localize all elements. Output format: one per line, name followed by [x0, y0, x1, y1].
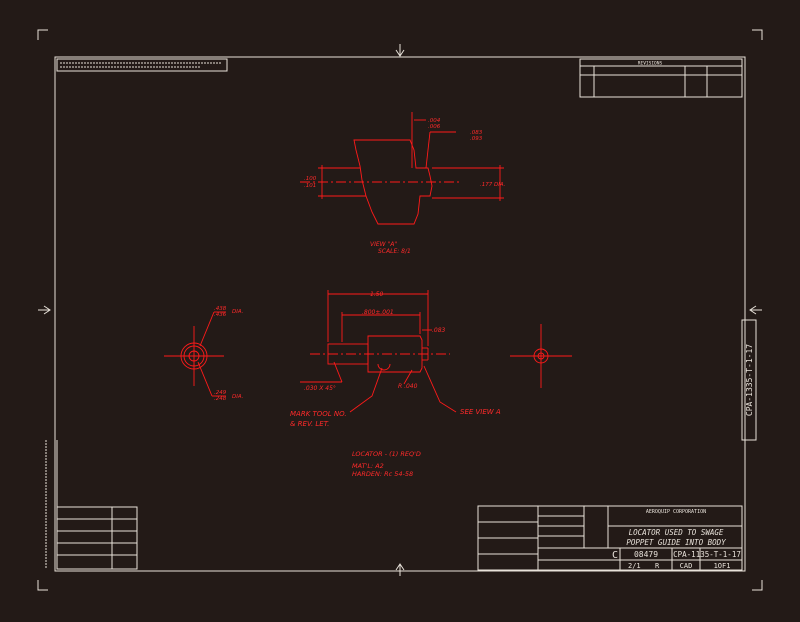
view-a-label: VIEW "A"	[370, 241, 397, 248]
notes: LOCATOR - (1) REQ'D MAT'L: A2 HARDEN: Rc…	[352, 450, 421, 478]
revisions-header: REVISIONS	[638, 61, 663, 67]
radius-note: R .040	[398, 383, 418, 390]
cage-code: 08479	[634, 550, 658, 559]
view-a-dim-right2: .093	[470, 136, 483, 142]
bottom-left-table	[45, 440, 138, 570]
revisions-block: REVISIONS	[579, 58, 743, 98]
mark-tool-line1: MARK TOOL NO.	[290, 410, 347, 418]
see-view-a-callout: SEE VIEW A	[460, 408, 501, 416]
top-left-note-block	[56, 58, 228, 72]
left-dia-top-label: DIA.	[232, 309, 244, 315]
view-a-dim-right1: .083	[470, 130, 483, 136]
crop-marks	[37, 29, 763, 591]
view-a-scale: SCALE: 8/1	[378, 248, 411, 255]
rev-letter: R	[655, 562, 660, 570]
note-harden: HARDEN: Rc 54-58	[352, 470, 413, 478]
cad-label: CAD	[680, 562, 693, 570]
step-dim: .083	[432, 327, 446, 334]
view-a-detail: .004 .006 .083 .093 .100 .101 .177 DIA. …	[300, 112, 506, 255]
drawing-border	[54, 56, 746, 572]
main-view: 1.50 .800±.001 .083 .030 X 45° R .040 MA…	[290, 290, 501, 428]
mark-tool-line2: & REV. LET.	[290, 420, 329, 428]
centering-arrows	[38, 44, 762, 576]
left-dia-bot1: .249	[214, 390, 227, 396]
left-dia-top1: .438	[214, 306, 227, 312]
scale-value: 2/1	[628, 562, 641, 570]
left-dia-bot2: .248	[214, 396, 227, 402]
view-a-dim-dia: .177 DIA.	[480, 182, 506, 188]
left-end-view: .438 .436 DIA. .249 .248 DIA.	[164, 306, 244, 402]
note-locator: LOCATOR - (1) REQ'D	[352, 450, 421, 458]
side-number-box: CPA-1335-T-1-17	[741, 319, 757, 441]
inner-length-dim: .800±.001	[362, 309, 394, 316]
sheet-number: 1OF1	[714, 562, 731, 570]
size-letter: C	[612, 550, 618, 561]
title-block: AEROQUIP CORPORATION LOCATOR USED TO SWA…	[477, 505, 743, 571]
drawing-number: CPA-1135-T-1-17	[673, 550, 741, 559]
view-a-dim-top2: .006	[428, 124, 441, 130]
chamfer-note: .030 X 45°	[304, 385, 336, 392]
overall-length-dim: 1.50	[370, 291, 384, 298]
view-a-dim-top1: .004	[428, 118, 441, 124]
left-dia-bot-label: DIA.	[232, 394, 244, 400]
company-name: AEROQUIP CORPORATION	[646, 509, 706, 515]
note-material: MAT'L: A2	[352, 462, 384, 470]
view-a-dim-left2: .101	[304, 183, 316, 189]
title-line-2: POPPET GUIDE INTO BODY	[626, 538, 726, 547]
view-a-dim-left1: .100	[304, 176, 317, 182]
side-drawing-number: CPA-1335-T-1-17	[745, 344, 754, 416]
left-dia-top2: .436	[214, 312, 227, 318]
title-line-1: LOCATOR USED TO SWAGE	[629, 528, 724, 537]
right-end-view	[510, 324, 572, 388]
